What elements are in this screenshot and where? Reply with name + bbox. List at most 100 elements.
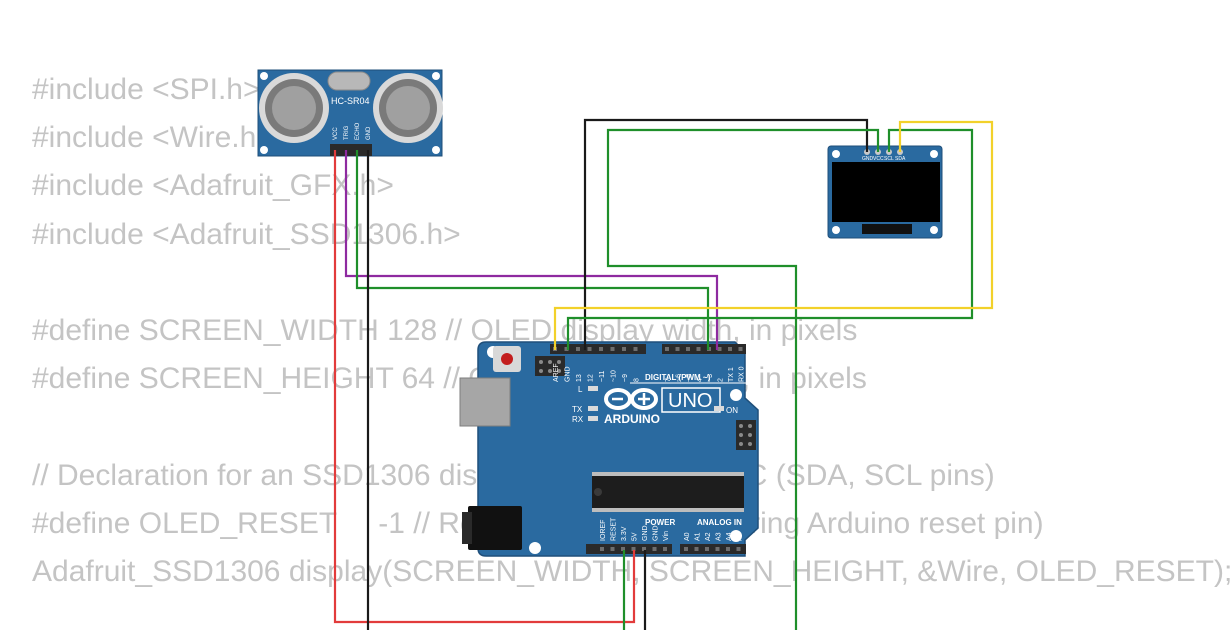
analog-pin[interactable] (705, 547, 709, 551)
digital-pin-label: ~3 (707, 374, 714, 382)
digital-pin-label: ~6 (676, 374, 683, 382)
tx-label: TX (572, 405, 583, 414)
digital-pin-label: TX 1 (728, 367, 735, 382)
power-pin[interactable] (652, 547, 657, 551)
analog-pin[interactable] (726, 547, 730, 551)
wires (333, 118, 994, 630)
analog-pin[interactable] (736, 547, 741, 551)
oled-screen (832, 162, 940, 222)
arduino-uno-board[interactable]: UNO ARDUINO DIGITAL (PWM ~) POWER ANALOG… (459, 341, 759, 557)
circuit-diagram: UNO ARDUINO DIGITAL (PWM ~) POWER ANALOG… (257, 69, 994, 630)
power-analog-header[interactable] (586, 544, 746, 554)
power-pin[interactable] (663, 547, 667, 551)
code-line: #define SCREEN_WIDTH 128 // OLED display… (32, 313, 858, 347)
digital-pin[interactable] (610, 347, 615, 351)
wire-oled-gnd (583, 118, 869, 350)
icsp-header-right (736, 420, 756, 450)
digital-pin[interactable] (738, 347, 743, 351)
digital-pin-label: 12 (588, 374, 595, 382)
code-line: #include <Wire.h> (32, 121, 274, 155)
l-led (588, 386, 598, 391)
crystal (327, 71, 371, 91)
digital-pin[interactable] (576, 347, 580, 351)
analog-pin[interactable] (684, 547, 688, 551)
power-pin[interactable] (610, 547, 615, 551)
wire-oled-sda (553, 120, 994, 350)
digital-pin-label: ~11 (599, 371, 606, 382)
digital-pin[interactable] (599, 347, 603, 351)
mounting-hole (730, 389, 742, 401)
digital-pin-label: 7 (665, 378, 672, 382)
oled-pin-label: GND (862, 156, 874, 162)
on-led (714, 406, 724, 411)
power-pin-label: RESET (611, 517, 618, 541)
power-pin-label: GND (653, 525, 660, 541)
oled-pin-label: SDA (895, 156, 906, 162)
l-label: L (578, 385, 583, 394)
code-line: Adafruit_SSD1306 display(SCREEN_WIDTH, S… (32, 554, 1232, 588)
power-pin[interactable] (631, 547, 636, 551)
transducer-left (259, 73, 329, 143)
digital-pin-label: ~5 (686, 374, 693, 382)
code-line: #include <Adafruit_SSD1306.h> (32, 217, 461, 251)
icsp-header (535, 356, 565, 376)
wire-oled-vcc (606, 128, 880, 630)
sensor-pin-label: GND (366, 126, 372, 140)
digital-pin-label: 13 (576, 374, 583, 382)
arduino-logo (604, 388, 658, 410)
power-pin[interactable] (621, 547, 625, 551)
on-label: ON (726, 406, 738, 415)
wire-sensor-trig (344, 150, 719, 350)
analog-pin-label: A4 (726, 532, 733, 541)
power-pin[interactable] (600, 547, 604, 551)
digital-pin[interactable] (686, 347, 690, 351)
rx-label: RX (572, 415, 584, 424)
digital-pin-label: ~10 (611, 370, 618, 382)
digital-pin[interactable] (696, 347, 701, 351)
analog-pin-label: A1 (695, 532, 702, 541)
digital-pin[interactable] (728, 347, 732, 351)
digital-pin[interactable] (717, 347, 722, 351)
sensor-pin-label: TRIG (344, 125, 350, 140)
analog-pin[interactable] (715, 547, 720, 551)
model-label: UNO (668, 390, 712, 412)
analog-pin-label: A0 (684, 532, 691, 541)
wire-oled-scl (566, 128, 974, 350)
digital-pin-label: 4 (697, 378, 704, 382)
mounting-hole (529, 542, 541, 554)
power-pin-label: 5V (632, 532, 639, 541)
power-pin-label: Vin (663, 531, 670, 541)
digital-pin-label: RX 0 (739, 366, 746, 382)
transducer-right (373, 73, 443, 143)
digital-pin[interactable] (665, 347, 669, 351)
atmega-chip (592, 472, 744, 512)
digital-pin-label: 8 (634, 378, 641, 382)
wire-sensor-vcc (333, 150, 636, 624)
digital-pin-label: 2 (718, 378, 725, 382)
digital-pin-label: AREF (553, 363, 560, 382)
mounting-hole (730, 530, 742, 542)
analog-pin-label: A5 (737, 532, 744, 541)
power-pin-label: 3.3V (621, 526, 628, 541)
analog-pin[interactable] (694, 547, 699, 551)
digital-pin[interactable] (622, 347, 626, 351)
power-pin[interactable] (642, 547, 646, 551)
brand-label: ARDUINO (604, 412, 660, 426)
sensor-pin-label: ECHO (355, 122, 361, 140)
digital-pin[interactable] (633, 347, 638, 351)
oled-pin-label: VCC (873, 156, 884, 162)
digital-pin[interactable] (675, 347, 680, 351)
oled-pin-label: SCL (884, 156, 894, 162)
digital-pin[interactable] (564, 347, 569, 351)
tx-led (588, 406, 598, 411)
analog-label: ANALOG IN (697, 518, 742, 527)
usb-connector (459, 377, 511, 427)
digital-label: DIGITAL (PWM ~) (645, 373, 711, 382)
digital-pin[interactable] (587, 347, 592, 351)
power-pin-label: IOREF (600, 520, 607, 541)
